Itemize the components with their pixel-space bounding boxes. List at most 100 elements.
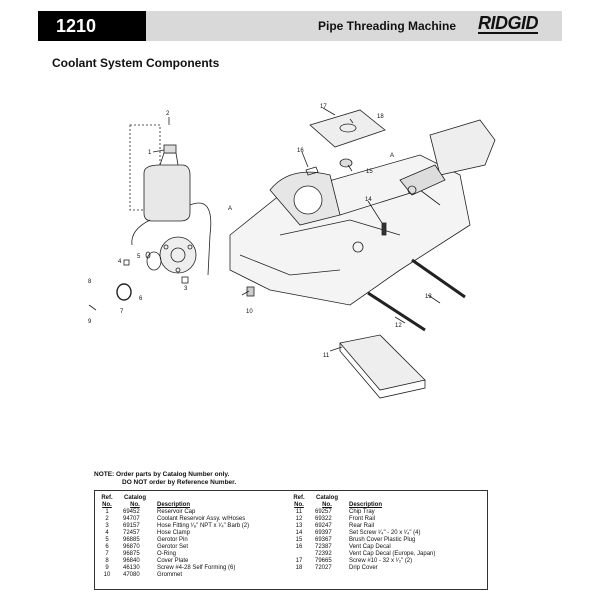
brush-cover-plug bbox=[339, 158, 353, 168]
callout-9: 9 bbox=[88, 319, 92, 325]
row-catalog: 69257 bbox=[315, 509, 332, 515]
callout-12: 12 bbox=[395, 323, 402, 329]
callout-2: 2 bbox=[166, 111, 170, 117]
row-ref: 10 bbox=[103, 572, 111, 578]
row-catalog: 46130 bbox=[123, 565, 140, 571]
row-ref: 12 bbox=[295, 516, 303, 522]
hose-fitting bbox=[181, 276, 189, 284]
header-catalog-no: No. bbox=[130, 502, 140, 508]
row-catalog: 69367 bbox=[315, 537, 332, 543]
row-ref: 11 bbox=[295, 509, 303, 515]
row-catalog: 96875 bbox=[123, 551, 140, 557]
row-description: Gerotor Pin bbox=[157, 537, 188, 543]
reservoir-cap bbox=[163, 144, 177, 154]
machine-title: Pipe Threading Machine bbox=[318, 19, 457, 33]
row-ref: 4 bbox=[105, 530, 109, 536]
header-catalog: Catalog bbox=[315, 495, 338, 501]
row-catalog: 79665 bbox=[315, 558, 332, 564]
row-ref: 3 bbox=[105, 523, 109, 529]
o-ring bbox=[116, 283, 132, 301]
row-catalog: 47080 bbox=[123, 572, 140, 578]
callout-4: 4 bbox=[118, 259, 122, 265]
row-catalog: 69452 bbox=[123, 509, 140, 515]
row-ref: 9 bbox=[105, 565, 109, 571]
row-description: Drip Cover bbox=[349, 565, 378, 571]
callout-a-left: A bbox=[228, 206, 232, 212]
callout-16: 16 bbox=[297, 148, 304, 154]
row-catalog: 72387 bbox=[315, 544, 332, 550]
row-ref: 17 bbox=[295, 558, 303, 564]
callout-11: 11 bbox=[323, 353, 330, 359]
row-description: Hose Clamp bbox=[157, 530, 191, 536]
row-description: Brush Cover Plastic Plug bbox=[349, 537, 416, 543]
row-description: Cover Plate bbox=[157, 558, 189, 564]
gerotor-set bbox=[146, 251, 162, 271]
row-ref: 14 bbox=[295, 530, 303, 536]
callout-17: 17 bbox=[320, 104, 327, 110]
row-description: Vent Cap Decal bbox=[349, 544, 391, 550]
row-ref: 13 bbox=[295, 523, 303, 529]
row-catalog: 72392 bbox=[315, 551, 332, 557]
row-ref: 16 bbox=[295, 544, 303, 550]
callout-6: 6 bbox=[139, 296, 143, 302]
row-description: Rear Rail bbox=[349, 523, 375, 529]
row-description: Chip Tray bbox=[349, 509, 375, 515]
row-ref: 6 bbox=[105, 544, 109, 550]
row-description: Front Rail bbox=[349, 516, 376, 522]
section-title: Coolant System Components bbox=[52, 56, 220, 70]
screw bbox=[88, 304, 97, 311]
row-description: Grommet bbox=[157, 572, 183, 578]
callout-5: 5 bbox=[137, 254, 141, 260]
callout-1: 1 bbox=[148, 150, 152, 156]
row-ref: 1 bbox=[105, 509, 109, 515]
rear-rail bbox=[411, 258, 466, 299]
vent-cap-decal bbox=[305, 166, 319, 176]
callout-15: 15 bbox=[366, 169, 373, 175]
row-description: Hose Fitting ¹⁄₈" NPT x ¹⁄₄" Barb (2) bbox=[157, 523, 250, 529]
model-number: 1210 bbox=[38, 11, 146, 41]
set-screw bbox=[381, 222, 387, 236]
row-ref: 2 bbox=[105, 516, 109, 522]
row-description: Screw #10 - 32 x ¹⁄₂" (2) bbox=[349, 558, 413, 564]
grommet bbox=[246, 286, 255, 297]
exploded-parts-diagram: 1 2 3 4 5 6 7 8 9 10 11 12 13 14 15 16 1… bbox=[88, 104, 496, 399]
row-catalog: 72027 bbox=[315, 565, 332, 571]
row-description: Vent Cap Decal (Europe, Japan) bbox=[349, 551, 436, 557]
header-description: Description bbox=[349, 502, 383, 508]
row-catalog: 94707 bbox=[123, 516, 140, 522]
coolant-hose bbox=[131, 219, 151, 246]
callout-8: 8 bbox=[88, 279, 92, 285]
order-note: NOTE: Order parts by Catalog Number only… bbox=[94, 471, 236, 487]
coolant-reservoir bbox=[143, 164, 191, 222]
header-ref-no: No. bbox=[294, 502, 304, 508]
callout-7: 7 bbox=[120, 309, 124, 315]
callout-3: 3 bbox=[184, 286, 188, 292]
header-ref: Ref. bbox=[101, 495, 113, 501]
brand-logo: RIDGID bbox=[478, 13, 539, 34]
reservoir-group-bracket bbox=[129, 124, 161, 211]
row-ref: 5 bbox=[105, 537, 109, 543]
row-ref: 7 bbox=[105, 551, 109, 557]
row-catalog: 69397 bbox=[315, 530, 332, 536]
row-catalog: 69322 bbox=[315, 516, 332, 522]
order-note-line-1: NOTE: Order parts by Catalog Number only… bbox=[94, 471, 230, 478]
row-catalog: 96840 bbox=[123, 558, 140, 564]
header-catalog: Catalog bbox=[123, 495, 146, 501]
row-ref: 15 bbox=[295, 537, 303, 543]
row-catalog: 69247 bbox=[315, 523, 332, 529]
front-rail bbox=[367, 291, 426, 332]
row-ref: 8 bbox=[105, 558, 109, 564]
header-ref-no: No. bbox=[102, 502, 112, 508]
callout-labels: 1 2 3 4 5 6 7 8 9 10 11 12 13 14 15 16 1… bbox=[88, 104, 432, 359]
order-note-line-2: DO NOT order by Reference Number. bbox=[122, 479, 237, 486]
row-catalog: 96885 bbox=[123, 537, 140, 543]
row-catalog: 72457 bbox=[123, 530, 140, 536]
header-ref: Ref. bbox=[293, 495, 305, 501]
header-description: Description bbox=[157, 502, 191, 508]
callout-a-right: A bbox=[390, 153, 394, 159]
row-description: Set Screw ¹⁄₄" - 20 x ¹⁄₄" (4) bbox=[349, 530, 421, 536]
callout-13: 13 bbox=[425, 294, 432, 300]
header-catalog-no: No. bbox=[322, 502, 332, 508]
cover-plate bbox=[159, 236, 197, 274]
